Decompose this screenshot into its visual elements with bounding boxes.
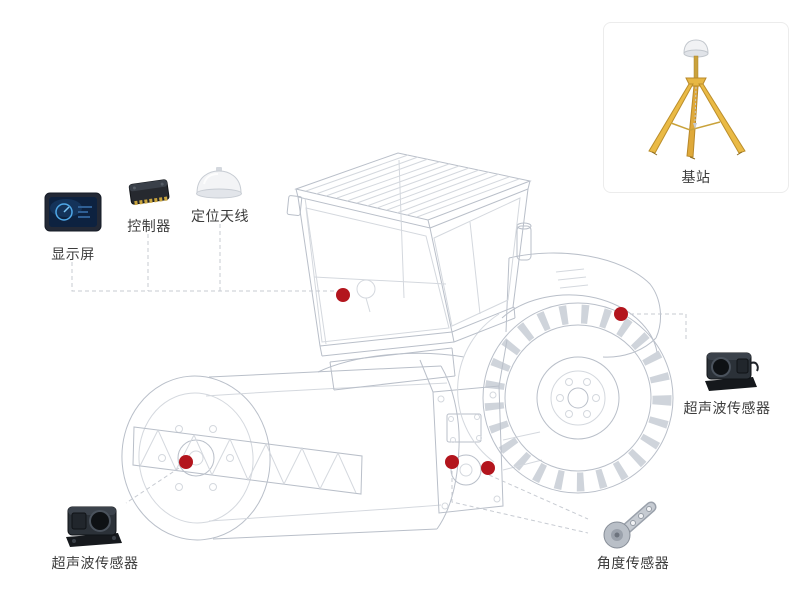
ultrasonic-left-label: 超声波传感器 <box>51 556 139 572</box>
base-station-label: 基站 <box>681 170 711 186</box>
display-device-image <box>44 192 102 232</box>
frame-plate-group <box>419 339 543 514</box>
connector-angle-sensor-a <box>451 471 589 534</box>
marker-rear-ultrasonic-position <box>614 307 628 321</box>
base-station-card: 基站 <box>603 22 789 193</box>
angle-sensor-image <box>603 501 657 549</box>
ultrasonic-sensor-left-image <box>66 506 122 547</box>
engine-hood-group <box>501 222 662 358</box>
base-station-tripod-image <box>648 39 746 160</box>
ultrasonic-right-label: 超声波传感器 <box>683 401 771 417</box>
scraper-truss-group <box>132 426 363 495</box>
marker-drum-ultrasonic-position <box>179 455 193 469</box>
cab-group <box>286 152 532 391</box>
marker-axle-angle-position <box>481 461 495 475</box>
rear-wheel-group <box>457 302 674 494</box>
controller-device-image <box>128 179 170 206</box>
antenna-label: 定位天线 <box>191 209 249 225</box>
positioning-antenna-image <box>196 167 242 199</box>
marker-cab-display-position <box>336 288 350 302</box>
controller-label: 控制器 <box>127 219 171 235</box>
marker-frame-angle-position <box>445 455 459 469</box>
ultrasonic-sensor-right-image <box>705 352 759 391</box>
connector-ultrasonic-right <box>630 313 687 342</box>
connector-ultrasonic-left <box>125 467 180 504</box>
display-label: 显示屏 <box>51 247 95 263</box>
angle-sensor-label: 角度传感器 <box>596 556 670 572</box>
connector-display-to-cab <box>71 262 336 292</box>
